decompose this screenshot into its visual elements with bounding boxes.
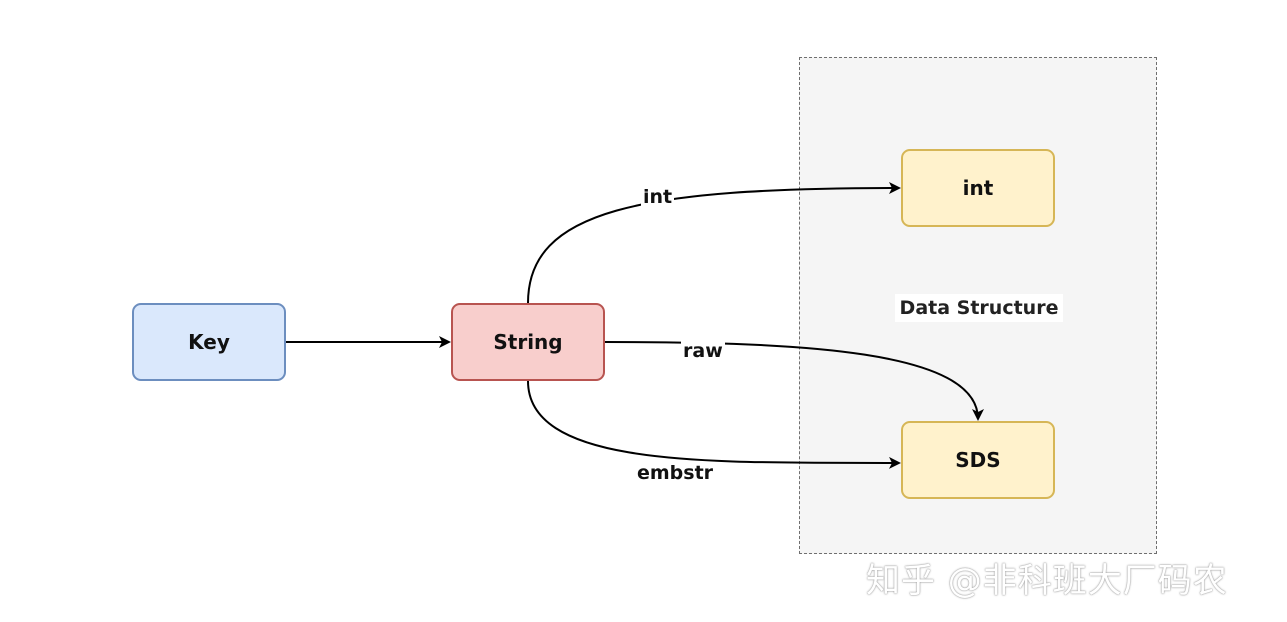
watermark: 知乎 @非科班大厂码农 — [866, 561, 1228, 601]
edge-string-to-sds-embstr — [527, 380, 901, 469]
string-node-label: String — [493, 330, 563, 354]
edge-label-raw: raw — [681, 340, 725, 362]
int-node: int — [901, 149, 1055, 227]
string-node: String — [451, 303, 605, 381]
sds-node: SDS — [901, 421, 1055, 499]
data-structure-label: Data Structure — [895, 294, 1063, 322]
edge-label-int: int — [641, 186, 675, 208]
edge-string-to-sds-raw — [604, 341, 984, 421]
int-node-label: int — [962, 176, 994, 200]
edge-string-to-int — [527, 182, 901, 304]
sds-node-label: SDS — [955, 448, 1001, 472]
edge-label-embstr: embstr — [635, 462, 716, 484]
key-node: Key — [132, 303, 286, 381]
key-node-label: Key — [188, 330, 230, 354]
